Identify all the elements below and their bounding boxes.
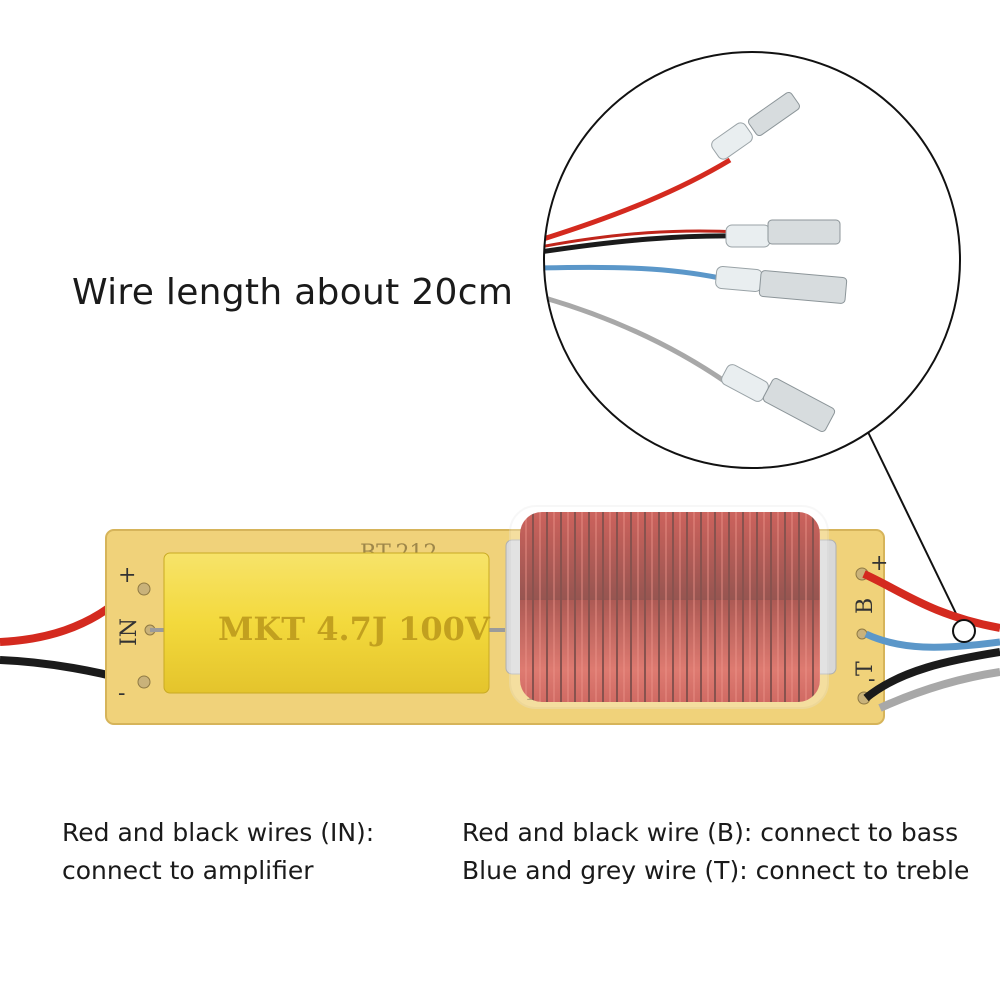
out-grey-wire: [878, 668, 1000, 712]
inset-terminal-4: [721, 364, 836, 433]
terminal-plus-right: +: [870, 551, 888, 576]
callout-line: [867, 431, 965, 631]
capacitor-label: MKT 4.7J 100V: [218, 610, 491, 648]
output-wires-caption: Red and black wire (B): connect to bass …: [462, 814, 969, 890]
terminal-t-label: T: [853, 661, 878, 676]
capacitor: MKT 4.7J 100V: [150, 552, 505, 694]
zoom-inset: [543, 51, 965, 631]
terminal-in-label: IN: [117, 618, 142, 646]
inset-red-wire-2: [544, 229, 741, 249]
solder-pad: [137, 675, 151, 689]
out-black-wire: [863, 648, 1000, 702]
inset-terminal-2: [725, 219, 841, 248]
terminal-minus-right: -: [868, 667, 875, 692]
inset-red-wire: [544, 157, 732, 243]
callout-dot: [952, 619, 976, 643]
inset-black-wire: [544, 233, 741, 255]
terminal-plus-left: +: [118, 563, 136, 588]
inset-grey-wire: [544, 295, 732, 388]
wire-length-heading: Wire length about 20cm: [72, 272, 514, 313]
inset-terminal-1: [711, 91, 800, 160]
solder-pad: [137, 582, 151, 596]
inductor-coil: [505, 505, 837, 709]
output-caption-line-2: Blue and grey wire (T): connect to trebl…: [462, 856, 970, 885]
input-caption-line-2: connect to amplifier: [62, 856, 314, 885]
input-wires-caption: Red and black wires (IN): connect to amp…: [62, 814, 374, 890]
input-caption-line-1: Red and black wires (IN):: [62, 818, 375, 847]
inset-terminal-3: [715, 266, 848, 304]
terminal-b-label: B: [853, 598, 878, 614]
out-blue-wire: [864, 630, 1000, 651]
inset-blue-wire: [544, 264, 721, 281]
terminal-minus-left: -: [118, 681, 125, 706]
output-caption-line-1: Red and black wire (B): connect to bass: [462, 818, 959, 847]
out-red-wire: [862, 570, 1000, 632]
